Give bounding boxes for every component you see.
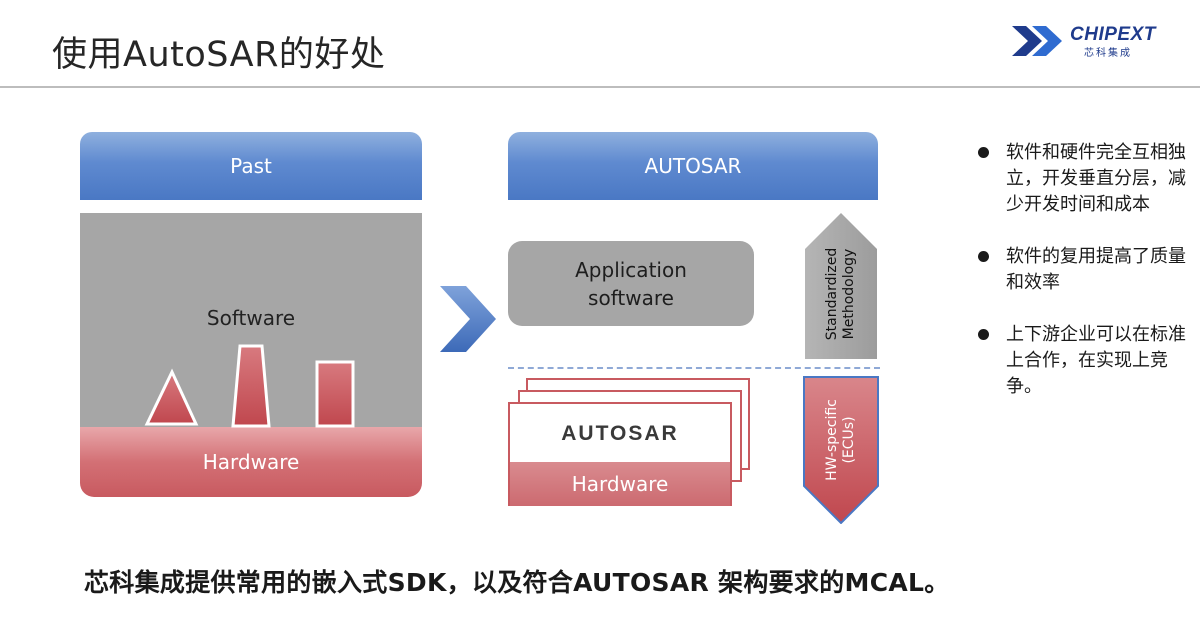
slide-title: 使用AutoSAR的好处 — [52, 35, 386, 75]
app-label-line1: Application — [575, 257, 687, 282]
list-item: 上下游企业可以在标准上合作，在实现上竞争。 — [976, 322, 1186, 400]
autosar-logo-area: AUTOSAR — [510, 404, 730, 462]
layer-divider — [508, 367, 880, 369]
standardized-methodology-arrow — [805, 213, 877, 359]
autosar-hardware-label: Hardware — [510, 462, 730, 506]
autosar-logo: AUTOSAR — [561, 422, 679, 445]
logo-subtitle: 芯科集成 — [1084, 48, 1132, 59]
logo-name: CHIPEXT — [1070, 24, 1156, 45]
app-label-line2: software — [588, 285, 674, 310]
list-item: 软件的复用提高了质量和效率 — [976, 244, 1186, 296]
list-item: 软件和硬件完全互相独立，开发垂直分层，减少开发时间和成本 — [976, 140, 1186, 218]
autosar-header: AUTOSAR — [508, 132, 878, 200]
bullet-dot-icon — [978, 329, 989, 340]
benefit-list: 软件和硬件完全互相独立，开发垂直分层，减少开发时间和成本 软件的复用提高了质量和… — [976, 140, 1186, 426]
title-divider — [0, 86, 1200, 88]
triangle-shape — [144, 368, 199, 426]
footer-statement: 芯科集成提供常用的嵌入式SDK，以及符合AUTOSAR 架构要求的MCAL。 — [84, 568, 950, 597]
chipext-logo: CHIPEXT 芯科集成 — [1012, 24, 1172, 60]
rectangle-shape — [315, 360, 355, 428]
hw-specific-arrow — [803, 376, 879, 524]
bullet-dot-icon — [978, 147, 989, 158]
bullet-dot-icon — [978, 251, 989, 262]
stack-card-front: AUTOSAR Hardware — [508, 402, 732, 506]
past-hardware-shapes — [144, 344, 355, 428]
hw-specific-label: HW-specific (ECUs) — [824, 399, 857, 481]
chevron-right-icon — [440, 286, 496, 352]
past-software-label: Software — [206, 306, 296, 330]
chipext-x-icon — [1012, 26, 1062, 56]
past-hardware-area — [80, 427, 422, 497]
trapezoid-shape — [231, 344, 271, 428]
application-software-box: Application software — [508, 241, 754, 326]
past-hardware-label: Hardware — [202, 450, 300, 474]
past-header: Past — [80, 132, 422, 200]
standardized-methodology-label: Standardized Methodology — [824, 247, 857, 341]
